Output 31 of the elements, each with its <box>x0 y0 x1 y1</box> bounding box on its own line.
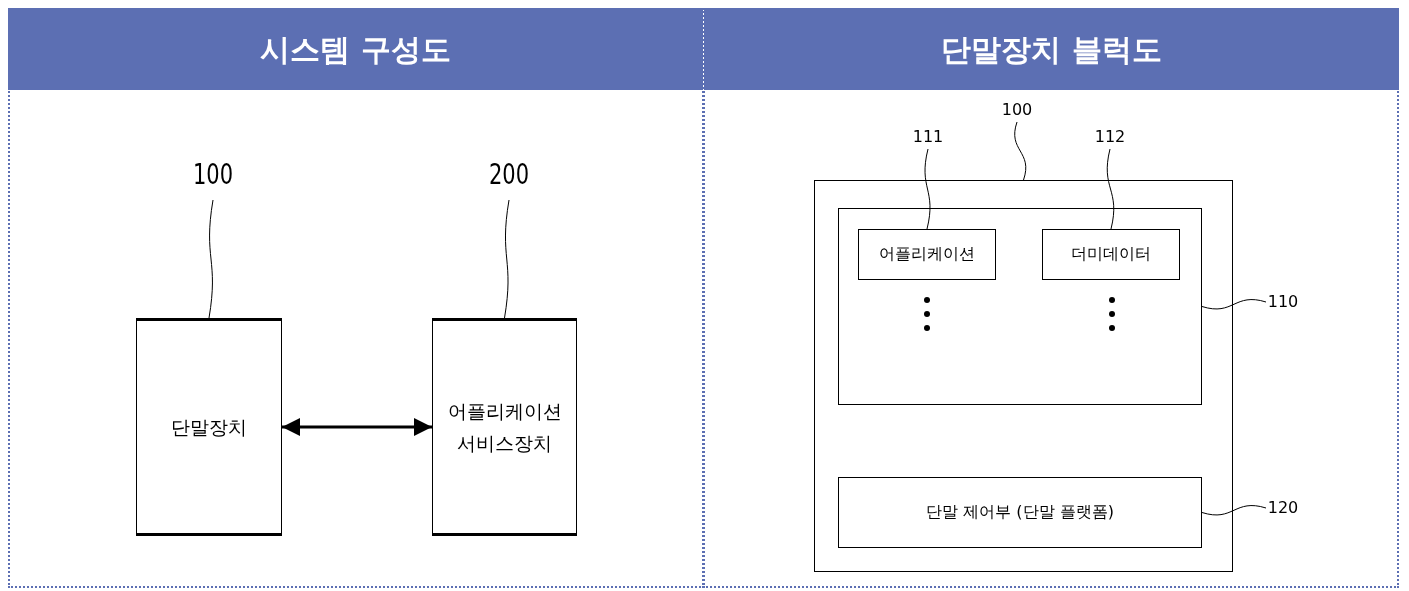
block-box <box>136 318 282 536</box>
leader-line <box>1014 121 1027 181</box>
leader-line <box>924 148 931 230</box>
leader-line <box>1201 299 1267 310</box>
block-box <box>838 208 1202 405</box>
block-label: 100 <box>192 157 234 193</box>
block-label: 더미데이터 <box>1071 243 1151 266</box>
block-label: 시스템 구성도 <box>260 30 451 69</box>
block-box <box>1042 229 1180 280</box>
block-box <box>838 477 1202 548</box>
leader-line <box>208 199 214 319</box>
block-label: 100 <box>1001 99 1033 121</box>
block-label: 111 <box>912 126 944 148</box>
block-box <box>858 229 996 280</box>
double-arrow <box>282 418 432 436</box>
block-label: 어플리케이션 <box>879 243 975 266</box>
block-label: 단말장치 <box>171 414 247 440</box>
header-band <box>8 8 703 90</box>
block-label: 200 <box>488 157 530 193</box>
block-label: 어플리케이션 서비스장치 <box>446 398 563 456</box>
block-label: 단말 제어부 (단말 플랫폼) <box>926 501 1114 524</box>
block-box <box>432 318 577 536</box>
leader-line <box>1201 505 1267 516</box>
block-label: 112 <box>1094 126 1126 148</box>
block-label: 110 <box>1267 291 1299 313</box>
block-box <box>814 180 1233 572</box>
block-label: 단말장치 블럭도 <box>941 30 1162 69</box>
leader-line <box>504 199 510 319</box>
block-label: 120 <box>1267 497 1299 519</box>
leader-line <box>1106 148 1115 230</box>
header-band <box>704 8 1399 90</box>
